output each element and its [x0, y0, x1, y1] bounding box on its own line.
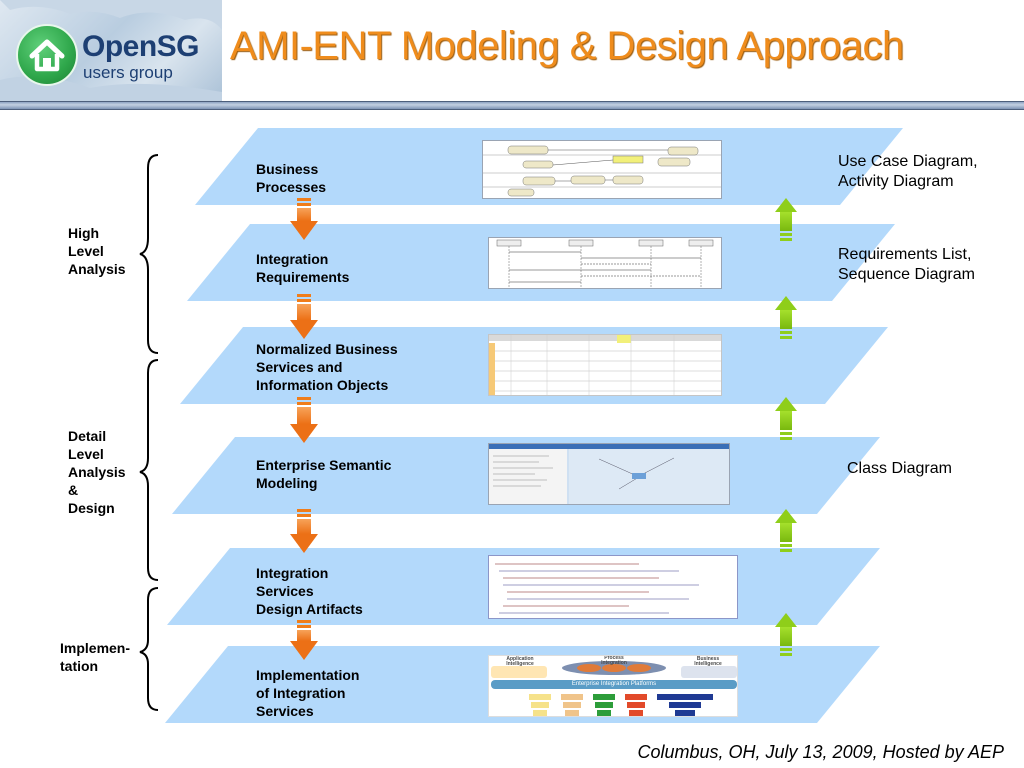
layer-label-implementation: Implementation of Integration Services	[256, 667, 360, 719]
down-arrow-5	[290, 620, 318, 660]
note-requirements-sequence: Requirements List, Sequence Diagram	[838, 246, 975, 283]
slide-header: OpenSG users group AMI-ENT Modeling & De…	[0, 0, 1024, 110]
up-arrow-3	[775, 397, 797, 440]
spreadsheet-thumbnail	[488, 334, 722, 396]
down-arrow-4	[290, 509, 318, 553]
layer-label-semantic-modeling: Enterprise Semantic Modeling	[256, 457, 392, 491]
up-arrow-2	[775, 296, 797, 339]
group-label-implementation: Implemen- tation	[60, 640, 131, 674]
integration-platform-thumbnail: Application Intelligence Process Integra…	[488, 655, 738, 717]
footer-caption: Columbus, OH, July 13, 2009, Hosted by A…	[637, 742, 1004, 762]
down-arrow-2	[290, 294, 318, 339]
platform-label-application: Application Intelligence	[506, 656, 534, 667]
platform-label-business: Business Intelligence	[694, 656, 722, 667]
logo-name: OpenSG	[82, 30, 200, 63]
brace-detail-level	[139, 359, 159, 581]
up-arrow-5	[775, 613, 797, 656]
sequence-diagram-thumbnail	[488, 237, 722, 289]
group-label-high-level: High Level Analysis	[68, 225, 126, 277]
layer-label-integration-services: Integration Services Design Artifacts	[256, 565, 363, 617]
up-arrow-1	[775, 198, 797, 241]
note-use-case-activity: Use Case Diagram, Activity Diagram	[838, 153, 978, 190]
group-label-detail-level: Detail Level Analysis & Design	[68, 428, 126, 516]
activity-diagram-thumbnail	[482, 140, 722, 199]
modeling-tool-thumbnail	[488, 443, 730, 505]
brace-high-level	[139, 154, 159, 354]
opensg-logo: OpenSG users group	[0, 0, 222, 103]
layer-label-integration-requirements: Integration Requirements	[256, 251, 350, 285]
layer-label-business-processes: Business Processes	[256, 161, 327, 195]
platform-bar-label: Enterprise Integration Platforms	[571, 681, 657, 687]
header-divider	[0, 101, 1024, 110]
house-icon	[16, 24, 78, 86]
slide-title: AMI-ENT Modeling & Design Approach	[230, 24, 904, 68]
note-class-diagram: Class Diagram	[847, 460, 952, 477]
code-listing-thumbnail	[488, 555, 738, 619]
logo-subtitle: users group	[83, 63, 173, 82]
up-arrow-4	[775, 509, 797, 552]
brace-implementation	[139, 587, 159, 711]
layer-label-normalized-services: Normalized Business Services and Informa…	[256, 341, 398, 393]
platform-label-process: Process Integration	[601, 655, 627, 666]
down-arrow-1	[290, 198, 318, 240]
down-arrow-3	[290, 397, 318, 443]
